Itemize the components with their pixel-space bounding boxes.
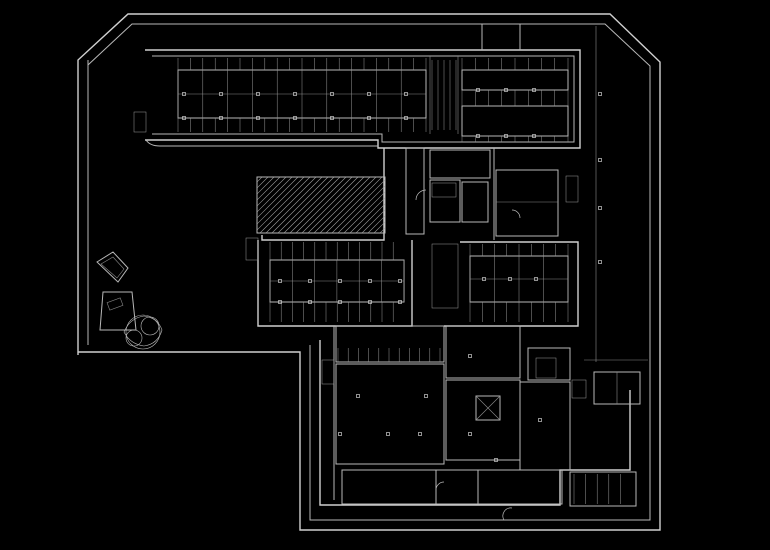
column-marker: [504, 88, 508, 92]
column-marker: [219, 92, 223, 96]
column-marker: [398, 300, 402, 304]
column-marker: [476, 88, 480, 92]
column-marker: [418, 432, 422, 436]
column-marker: [278, 300, 282, 304]
hatch-line: [325, 177, 383, 233]
column-marker: [534, 277, 538, 281]
central-core: [261, 147, 579, 241]
column-marker: [532, 134, 536, 138]
column-marker: [598, 92, 602, 96]
column-marker: [482, 277, 486, 281]
column-marker: [356, 394, 360, 398]
column-marker: [598, 206, 602, 210]
column-marker: [330, 116, 334, 120]
column-marker: [476, 134, 480, 138]
column-marker: [404, 116, 408, 120]
hatch-line: [257, 177, 269, 189]
column-marker: [508, 277, 512, 281]
lower-rooms: [319, 325, 641, 521]
tree-symbol: [123, 314, 163, 350]
column-marker: [293, 92, 297, 96]
hatch-line: [289, 177, 347, 233]
column-marker: [494, 458, 498, 462]
hatch-line: [379, 227, 385, 233]
hatch-line: [283, 177, 341, 233]
column-marker: [598, 260, 602, 264]
column-marker: [330, 92, 334, 96]
column-marker: [256, 116, 260, 120]
hatch-line: [337, 185, 385, 233]
column-marker: [182, 92, 186, 96]
hatch-line: [257, 177, 299, 219]
column-marker: [293, 116, 297, 120]
column-marker: [504, 134, 508, 138]
hatch-line: [307, 177, 365, 233]
column-marker: [219, 116, 223, 120]
hatch-line: [373, 221, 385, 233]
hatch-line: [349, 197, 385, 233]
column-marker: [308, 279, 312, 283]
hatch-line: [271, 177, 329, 233]
hatch-line: [257, 177, 311, 231]
column-marker: [368, 300, 372, 304]
hatch-line: [386, 177, 442, 233]
column-marker: [468, 432, 472, 436]
column-marker: [367, 116, 371, 120]
column-marker: [404, 92, 408, 96]
hatch-line: [295, 177, 353, 233]
hatch-line: [277, 177, 335, 233]
site-boundary: [77, 13, 661, 531]
column-marker: [368, 279, 372, 283]
column-marker: [338, 432, 342, 436]
column-marker: [256, 92, 260, 96]
column-marker: [338, 279, 342, 283]
column-marker: [308, 300, 312, 304]
hatch-line: [361, 209, 385, 233]
hatch-line: [200, 177, 256, 233]
column-marker: [598, 158, 602, 162]
hatched-area: [200, 176, 448, 234]
hatch-line: [257, 177, 263, 183]
upper-parking-block: [133, 24, 581, 149]
hatch-line: [331, 179, 385, 233]
column-marker: [398, 279, 402, 283]
column-marker: [468, 354, 472, 358]
hatch-line: [343, 191, 385, 233]
hatch-line: [259, 177, 317, 233]
hatch-line: [257, 177, 293, 213]
hatch-line: [265, 177, 323, 233]
landscape-features: [96, 251, 163, 350]
hatch-line: [319, 177, 377, 233]
column-marker: [367, 92, 371, 96]
middle-parking-block: [245, 237, 579, 327]
hatch-line: [257, 177, 281, 201]
hatch-line: [257, 177, 275, 195]
column-marker: [182, 116, 186, 120]
hatch-line: [301, 177, 359, 233]
hatch-line: [313, 177, 371, 233]
column-marker: [538, 418, 542, 422]
hatch-line: [257, 177, 305, 225]
structural-columns: [182, 88, 602, 462]
column-marker: [338, 300, 342, 304]
hatch-line: [367, 215, 385, 233]
hatch-line: [355, 203, 385, 233]
column-marker: [386, 432, 390, 436]
column-marker: [278, 279, 282, 283]
hatch-line: [257, 177, 287, 207]
column-marker: [424, 394, 428, 398]
hatch-line: [392, 177, 448, 233]
column-marker: [532, 88, 536, 92]
